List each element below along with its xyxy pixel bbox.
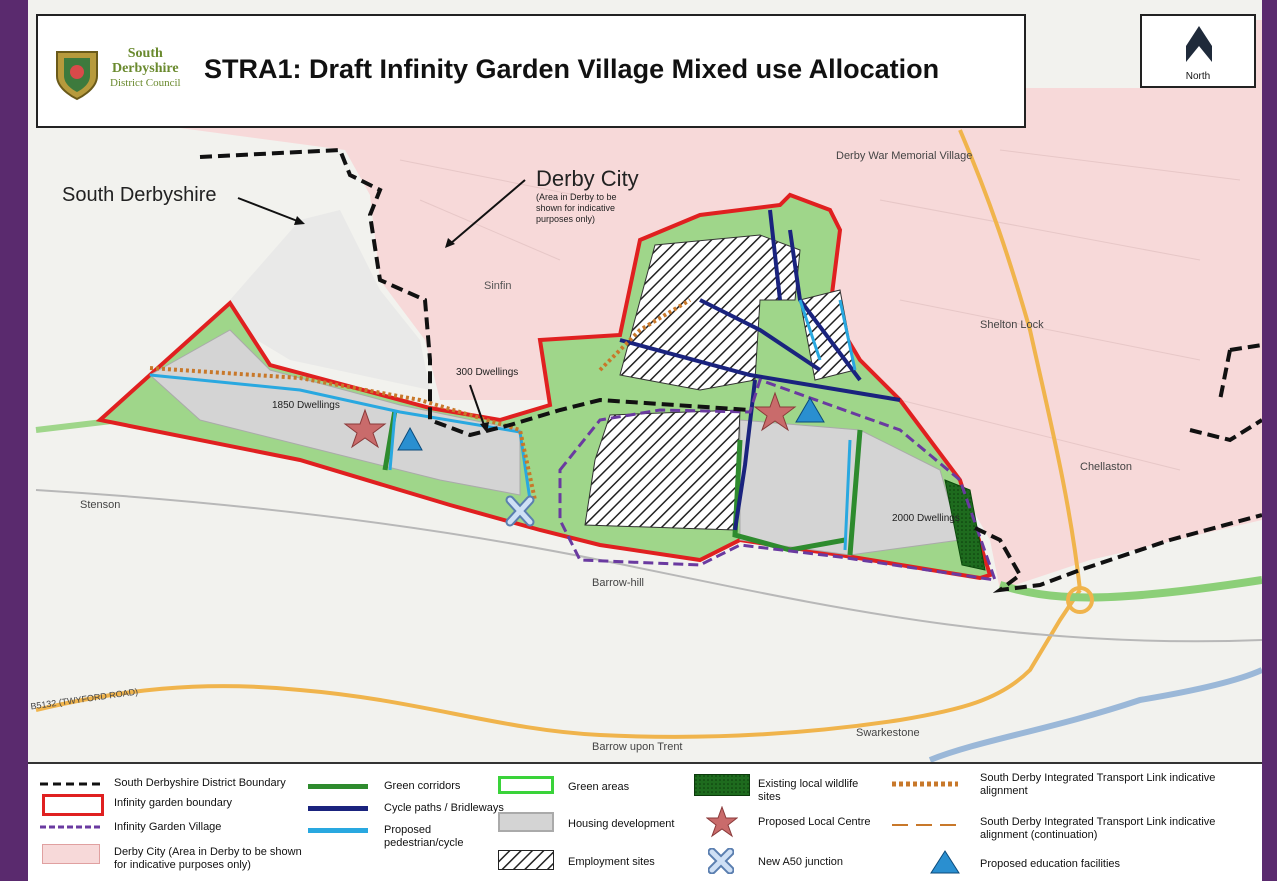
arrow-300	[469, 384, 486, 429]
label-derby-city-note: (Area in Derby to be shown for indicativ…	[536, 192, 617, 225]
legend-label-igv: Infinity Garden Village	[114, 821, 222, 833]
b5132-road	[35, 588, 1082, 739]
legend-education-triangle-icon	[930, 850, 960, 874]
derby-note-line-2: shown for indicative	[536, 203, 616, 213]
north-label: North	[1185, 71, 1211, 82]
label-1850-dwellings: 1850 Dwellings	[272, 400, 340, 411]
derby-note-line-3: purposes only)	[536, 214, 596, 224]
label-300-dwellings: 300 Dwellings	[456, 367, 519, 378]
legend-junction-cross-icon	[708, 848, 734, 874]
legend-label-green-areas: Green areas	[568, 781, 630, 793]
label-chellaston: Chellaston	[1080, 461, 1132, 473]
legend-symbol-cycle-paths	[308, 806, 368, 811]
label-war-memorial: Derby War Memorial Village	[836, 150, 973, 162]
legend-symbol-green-corridors	[308, 784, 368, 789]
legend-symbol-employment	[498, 850, 554, 870]
legend-label-wildlife: Existing local wildlife sites	[758, 778, 859, 803]
education-triangle-west	[397, 426, 423, 451]
north-arrow-box: North	[1140, 14, 1256, 88]
header-box: South Derbyshire District Council STRA1:…	[36, 14, 1026, 128]
legend-label-education: Proposed education facilities	[980, 858, 1121, 870]
legend-label-employment: Employment sites	[568, 856, 655, 868]
legend-symbol-housing	[498, 812, 554, 832]
a514-road	[958, 129, 1082, 591]
council-line-1: South	[127, 46, 163, 61]
arrowhead-south-derbyshire	[294, 216, 305, 225]
label-south-derbyshire: South Derbyshire	[62, 184, 217, 206]
roundabout	[1066, 586, 1094, 614]
legend-label-green-corridors: Green corridors	[384, 780, 461, 792]
page-title: STRA1: Draft Infinity Garden Village Mix…	[204, 54, 940, 84]
legend: South Derbyshire District Boundary Infin…	[28, 762, 1262, 881]
arrow-south-derbyshire	[237, 197, 301, 223]
legend-symbol-wildlife	[694, 774, 750, 796]
a50-junction-cross	[505, 495, 535, 527]
legend-symbol-pedestrian-cycle	[308, 828, 368, 833]
local-centre-star-east	[753, 391, 797, 432]
education-triangle-east	[795, 397, 825, 423]
legend-label-local-centre: Proposed Local Centre	[758, 816, 871, 828]
legend-label-transport-link-cont: South Derby Integrated Transport Link in…	[980, 816, 1216, 841]
map-frame: South Derbyshire District Council STRA1:…	[28, 0, 1262, 881]
legend-label-housing: Housing development	[568, 818, 675, 830]
legend-label-cycle-paths: Cycle paths / Bridleways	[384, 802, 504, 814]
arrowhead-derby-city	[445, 238, 455, 248]
north-arrow-icon	[1186, 26, 1212, 62]
label-2000-dwellings: 2000 Dwellings	[892, 513, 960, 524]
legend-symbol-green-areas	[498, 776, 554, 794]
council-crest-logo	[56, 51, 98, 101]
district-boundary	[199, 147, 1262, 593]
arrowhead-300	[480, 422, 489, 433]
legend-label-a50-junction: New A50 junction	[758, 856, 843, 868]
legend-label-district-boundary: South Derbyshire District Boundary	[114, 777, 286, 789]
arrow-derby-city	[449, 179, 526, 245]
sinfin-urban	[230, 210, 430, 390]
label-swarkestone: Swarkestone	[856, 727, 920, 739]
label-barrow-hill: Barrow-hill	[592, 577, 644, 589]
urban-texture	[399, 149, 1241, 471]
legend-symbol-district-boundary	[40, 782, 100, 786]
local-centre-star-west	[343, 408, 387, 449]
a50-road-east	[998, 576, 1262, 602]
legend-label-igv-boundary: Infinity garden boundary	[114, 797, 233, 809]
legend-label-transport-link: South Derby Integrated Transport Link in…	[980, 772, 1216, 797]
label-stenson: Stenson	[80, 499, 121, 511]
council-name: South Derbyshire District Council	[110, 46, 181, 91]
legend-symbol-derby-city	[42, 844, 100, 864]
label-sinfin: Sinfin	[484, 280, 512, 292]
council-line-2: Derbyshire	[111, 61, 179, 76]
label-barrow-upon-trent: Barrow upon Trent	[592, 741, 683, 753]
council-line-3: District Council	[110, 77, 181, 89]
transport-link	[149, 298, 692, 501]
legend-symbol-igv	[40, 825, 100, 829]
employment-south	[584, 409, 741, 531]
pedestrian-cycle-paths	[149, 299, 857, 551]
legend-symbol-transport-link	[892, 781, 958, 787]
housing-1850	[149, 329, 521, 496]
derby-note-line-1: (Area in Derby to be	[536, 192, 617, 202]
label-derby-city: Derby City	[536, 166, 639, 191]
legend-symbol-igv-boundary	[42, 794, 104, 816]
river-trent	[928, 667, 1262, 763]
label-shelton-lock: Shelton Lock	[980, 319, 1044, 331]
legend-label-pedestrian-cycle: Proposed pedestrian/cycle	[384, 824, 464, 849]
legend-symbol-transport-link-cont	[892, 824, 958, 826]
legend-star-icon	[706, 806, 738, 838]
legend-label-derby-city: Derby City (Area in Derby to be shown fo…	[114, 846, 302, 871]
